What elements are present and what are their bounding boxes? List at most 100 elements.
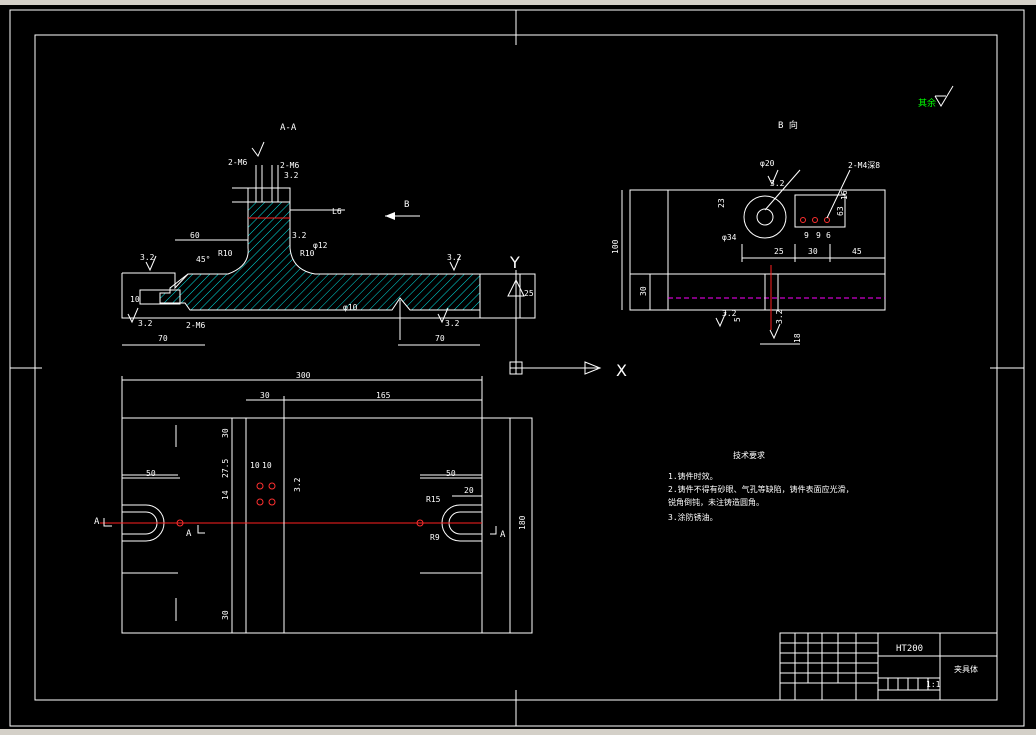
roughness-32-f: 3.2 — [292, 231, 307, 240]
view-b-bore-outer — [743, 195, 787, 239]
dim-r15: R15 — [426, 495, 441, 504]
view-b-bore-inner — [756, 208, 774, 226]
title-block-name: 夹具体 — [954, 664, 978, 674]
roughness-32-e: 3.2 — [445, 319, 460, 328]
section-marker-a-inner: A — [186, 529, 192, 539]
dim-25: 25 — [524, 289, 534, 298]
dim-10: 10 — [130, 295, 140, 304]
roughness-32-a: 3.2 — [140, 253, 155, 262]
dim-18: 18 — [793, 333, 802, 343]
plan-m6-hole-1 — [256, 482, 264, 490]
section-cut-markers — [103, 518, 497, 535]
section-marker-a-right: A — [500, 530, 506, 540]
notes-line-4: 3.涂防锈油。 — [668, 512, 718, 522]
roughness-other-label: 其余 — [918, 97, 936, 109]
dim-45-b: 45 — [852, 247, 862, 256]
dim-45-deg: 45° — [196, 255, 210, 264]
notes-line-1: 1.铸件时效。 — [668, 471, 718, 481]
dim-70-right: 70 — [435, 334, 445, 343]
plan-dim-lines — [121, 376, 511, 633]
section-left-slot — [139, 289, 181, 305]
dim-50-left: 50 — [146, 469, 156, 478]
plan-hole-left — [176, 519, 184, 527]
dim-25-b: 25 — [774, 247, 784, 256]
dim-phi20: φ20 — [760, 159, 775, 168]
roughness-other-note: 其余 — [918, 85, 954, 109]
dim-60: 60 — [190, 231, 200, 240]
dim-6: 6 — [826, 231, 831, 240]
view-b-outline — [629, 189, 886, 311]
dim-63: 63 — [836, 206, 845, 216]
dim-165: 165 — [376, 391, 391, 400]
roughness-symbols-aa — [127, 141, 461, 324]
plan-hole-right — [416, 519, 424, 527]
plan-m6-hole-4 — [268, 498, 276, 506]
dim-r10-left: R10 — [218, 249, 233, 258]
dim-30-b: 30 — [808, 247, 818, 256]
dim-100: 100 — [611, 239, 620, 254]
window-top-bar — [0, 0, 1036, 5]
roughness-b-2: 3.2 — [770, 179, 785, 188]
dim-180: 180 — [518, 515, 527, 530]
view-b-hole-2 — [812, 217, 818, 223]
dim-2m4: 2-M4深8 — [848, 161, 880, 170]
dim-30-plan-upper: 30 — [221, 428, 230, 438]
notes-line-3: 锐角倒钝，未注铸造圆角。 — [668, 497, 764, 507]
title-block: HT200 夹具体 1:1 — [779, 632, 998, 701]
ucs-x-label: X — [616, 361, 627, 380]
view-b-label: B — [404, 200, 409, 210]
dim-5: 5 — [733, 317, 742, 322]
view-b-hole-3 — [824, 217, 830, 223]
title-block-material: HT200 — [896, 644, 923, 654]
plan-m6-hole-3 — [256, 498, 264, 506]
section-marker-a-left: A — [94, 517, 100, 527]
dim-10-a: 10 — [250, 461, 260, 470]
dim-30-plan-top: 30 — [260, 391, 270, 400]
dim-20: 20 — [464, 486, 474, 495]
dim-50-right: 50 — [446, 469, 456, 478]
view-b-dim-lines — [621, 169, 885, 345]
section-hatch-body — [159, 201, 481, 311]
ucs-icon: Y X — [507, 253, 627, 380]
window-bottom-bar — [0, 729, 1036, 735]
dim-phi12: φ12 — [313, 241, 328, 250]
dim-16: 16 — [840, 190, 849, 200]
roughness-32-d: 3.2 — [138, 319, 153, 328]
dim-10-b: 10 — [262, 461, 272, 470]
plan-boss — [245, 417, 285, 634]
technical-notes: 技术要求 1.铸件时效。 2.铸件不得有砂眼、气孔等缺陷，铸件表面应光滑， 锐角… — [668, 450, 854, 522]
section-a-a-title: A-A — [280, 123, 297, 133]
dim-r9: R9 — [430, 533, 440, 542]
dim-300: 300 — [296, 371, 311, 380]
dim-70-left: 70 — [158, 334, 168, 343]
roughness-symbols-b — [715, 169, 781, 340]
dim-2m6-bottom: 2-M6 — [186, 321, 205, 330]
plan-outline — [121, 417, 533, 634]
dim-14: 14 — [221, 490, 230, 500]
dim-30-left: 30 — [639, 286, 648, 296]
center-marks — [10, 10, 1024, 726]
dim-9-b: 9 — [816, 231, 821, 240]
view-b-title: B 向 — [778, 119, 798, 131]
dim-r10-right: R10 — [300, 249, 315, 258]
dim-phi34: φ34 — [722, 233, 737, 242]
roughness-b-1: 3.2 — [722, 309, 737, 318]
notes-line-2: 2.铸件不得有砂眼、气孔等缺陷，铸件表面应光滑， — [668, 484, 854, 494]
plan-view[interactable]: 300 30 165 50 50 30 30 27.5 14 10 10 R15… — [94, 371, 533, 634]
title-block-scale: 1:1 — [926, 680, 941, 689]
roughness-plan: 3.2 — [293, 477, 302, 492]
dim-23: 23 — [717, 198, 726, 208]
view-b-hole-1 — [800, 217, 806, 223]
dim-2m6-top-right: 2-M6 — [280, 161, 299, 170]
section-boss-top — [247, 187, 291, 203]
dim-27-5: 27.5 — [221, 459, 230, 478]
view-b[interactable]: B 向 2-M4深8 φ20 φ34 100 30 25 30 45 9 9 6… — [611, 119, 886, 345]
notes-title: 技术要求 — [733, 450, 765, 460]
dim-30-plan-lower: 30 — [221, 610, 230, 620]
dim-phi10: φ10 — [343, 303, 358, 312]
section-a-a[interactable]: A-A 60 45° R10 R10 70 70 2-M6 2-M6 2-M6 … — [121, 123, 536, 346]
section-outline-base — [121, 272, 536, 319]
roughness-32-b: 3.2 — [447, 253, 462, 262]
ucs-y-label: Y — [509, 253, 520, 272]
